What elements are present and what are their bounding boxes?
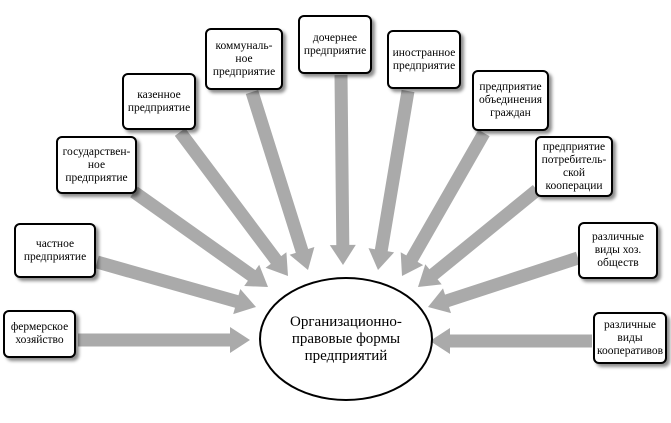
arrow-foreign: [368, 89, 415, 271]
box-business: различные виды хоз. обществ: [578, 222, 658, 279]
box-private: частное предприятие: [14, 223, 96, 278]
box-municipal: коммуналь- ное предприятие: [205, 28, 283, 90]
box-citizens: предприятие объединения граждан: [472, 70, 549, 131]
arrows-layer: [78, 74, 592, 354]
arrow-cooperative: [430, 328, 592, 354]
center-ellipse: Организационно- правовые формы предприят…: [259, 277, 433, 401]
arrow-treasury: [174, 128, 288, 276]
arrow-citizens: [400, 129, 490, 276]
arrow-business: [428, 251, 580, 314]
box-foreign: иностранное предприятие: [387, 30, 461, 89]
box-farm: фермерское хозяйство: [3, 310, 76, 358]
arrow-municipal: [245, 90, 315, 270]
box-state: государствен- ное предприятие: [56, 136, 137, 194]
box-subsidiary: дочернее предприятие: [298, 15, 372, 74]
box-treasury: казенное предприятие: [122, 73, 196, 130]
arrow-farm: [78, 327, 250, 353]
arrow-private: [95, 255, 256, 315]
arrow-state: [130, 186, 268, 287]
arrow-subsidiary: [329, 74, 356, 266]
arrow-consumer: [418, 185, 542, 287]
box-cooperative: различные виды кооперативов: [593, 312, 667, 364]
box-consumer: предприятие потребитель- ской кооперации: [535, 136, 613, 197]
